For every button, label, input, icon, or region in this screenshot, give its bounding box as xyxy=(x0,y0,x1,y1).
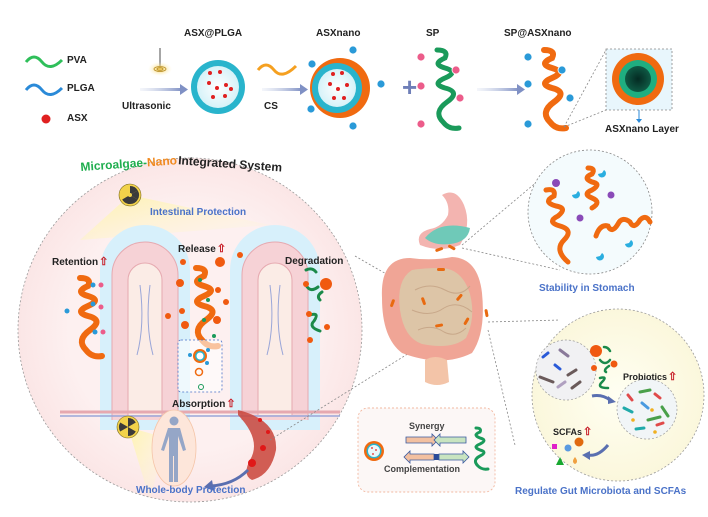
sp-spirulina-icon xyxy=(434,47,462,131)
cs-strand-icon xyxy=(256,63,298,76)
retention-label: Retention⇧ xyxy=(52,255,108,268)
stability-in-stomach-label: Stability in Stomach xyxy=(539,283,635,294)
degradation-label: Degradation xyxy=(285,256,344,267)
up-arrow-icon: ⇧ xyxy=(668,371,678,383)
absorption-text: Absorption xyxy=(172,399,226,410)
synergy-box xyxy=(357,407,496,493)
up-arrow-icon: ⇧ xyxy=(216,243,227,255)
intestinal-protection-label: Intestinal Protection xyxy=(150,207,247,218)
whole-body-protection-label: Whole-body Protection xyxy=(136,485,246,496)
scfas-text: SCFAs xyxy=(553,427,583,437)
blood-vessel xyxy=(238,410,277,480)
up-arrow-icon: ⇧ xyxy=(226,398,236,410)
asx-dot-icon xyxy=(41,114,51,124)
legend-pva-label: PVA xyxy=(67,55,87,66)
complementation-arrows xyxy=(403,450,470,464)
plus-sign: + xyxy=(402,72,417,102)
sp-asxnano-spirulina-icon xyxy=(541,47,569,132)
pva-strand-icon xyxy=(24,55,64,68)
cs-label: CS xyxy=(264,101,278,112)
asxnano-label: ASXnano xyxy=(316,28,361,39)
gi-tract-illustration xyxy=(381,192,489,385)
human-body-icon xyxy=(161,416,186,482)
legend-asx-label: ASX xyxy=(67,113,88,124)
plga-strand-icon xyxy=(24,83,64,96)
up-arrow-icon: ⇧ xyxy=(99,256,109,268)
sp-asxnano-label: SP@ASXnano xyxy=(504,28,572,39)
ultrasonic-icon xyxy=(148,62,172,76)
synergy-label: Synergy xyxy=(409,421,445,431)
release-spirulina-icon xyxy=(193,265,221,350)
up-arrow-icon: ⇧ xyxy=(583,426,593,438)
ultrasonic-label: Ultrasonic xyxy=(122,101,171,112)
asxnano-layer-label: ASXnano Layer xyxy=(605,124,679,135)
release-text: Release xyxy=(178,244,216,255)
sp-icon-small xyxy=(473,426,490,471)
probiotics-label: Probiotics⇧ xyxy=(623,370,677,383)
complementation-label: Complementation xyxy=(384,464,461,474)
absorption-label: Absorption⇧ xyxy=(172,397,236,410)
before-microbiota-circle xyxy=(535,339,597,401)
retention-spirulina-icon xyxy=(77,275,105,360)
synergy-arrows xyxy=(405,433,467,447)
system-title-part2: Nano xyxy=(146,153,178,170)
legend-plga-label: PLGA xyxy=(67,83,95,94)
sp-label: SP xyxy=(426,28,440,39)
release-label: Release⇧ xyxy=(178,242,226,255)
scfas-label: SCFAs⇧ xyxy=(553,425,592,438)
retention-text: Retention xyxy=(52,257,99,268)
intestinal-villi xyxy=(60,225,340,430)
probiotics-text: Probiotics xyxy=(623,372,668,382)
absorption-box xyxy=(177,339,223,393)
regulate-gut-microbiota-label: Regulate Gut Microbiota and SCFAs xyxy=(515,486,687,497)
asx-plga-label: ASX@PLGA xyxy=(184,28,243,39)
